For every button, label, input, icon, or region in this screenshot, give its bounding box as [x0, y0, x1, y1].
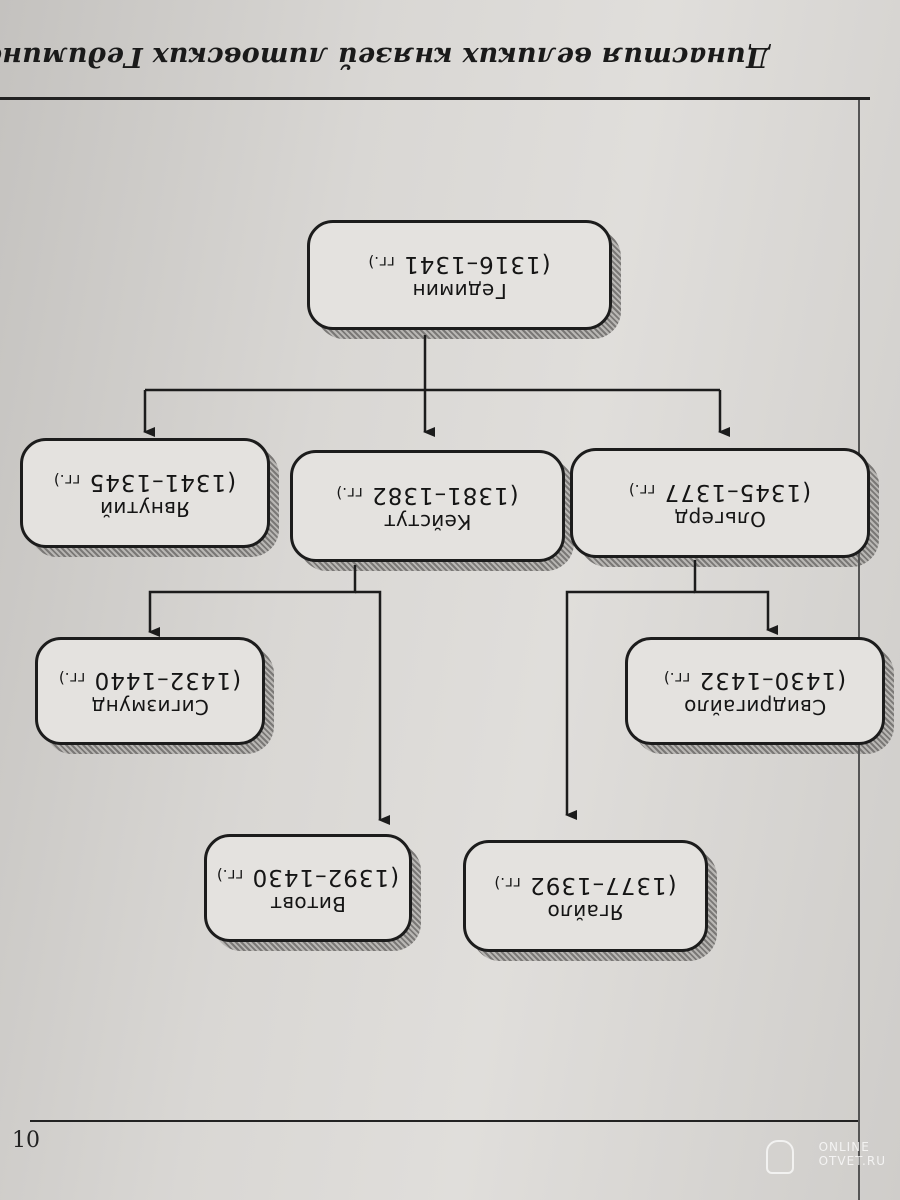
node-years: (1381–1382 гг.): [336, 481, 519, 508]
node-years: (1345–1377 гг.): [628, 478, 812, 505]
node-name: Кейстут: [383, 509, 472, 534]
node-gedimin: Гедимин (1316–1341 гг.): [307, 220, 612, 330]
lightbulb-icon: [766, 1140, 794, 1174]
node-name: Явнутий: [99, 496, 191, 521]
node-yagailo: Ягайло (1377–1392 гг.): [463, 840, 708, 952]
edge-keistut-vitovt: [355, 590, 390, 825]
node-years: (1392–1430 гг.): [216, 863, 400, 890]
node-name: Ольгерд: [674, 506, 766, 531]
node-yavnuty: Явнутий (1341–1345 гг.): [20, 438, 270, 548]
node-years: (1377–1392 гг.): [494, 871, 677, 898]
node-vitovt: Витовт (1392–1430 гг.): [204, 834, 412, 942]
edge-olgerd-svidrigailo: [693, 560, 778, 635]
node-name: Свидригайло: [683, 694, 827, 719]
page-number: 10: [12, 1128, 40, 1153]
node-name: Гедимин: [412, 278, 507, 303]
node-years: (1430–1432 гг.): [663, 666, 847, 693]
edge-olgerd-yagailo: [565, 590, 695, 820]
edge-keistut-sigizmund: [148, 565, 357, 637]
node-olgerd: Ольгерд (1345–1377 гг.): [570, 448, 870, 558]
node-years: (1432–1440 гг.): [58, 666, 242, 693]
node-years: (1316–1341 гг.): [368, 250, 551, 277]
node-sigizmund: Сигизмунд (1432–1440 гг.): [35, 637, 265, 745]
watermark: ONLINE OTVET.RU: [818, 1140, 886, 1168]
node-svidrigailo: Свидригайло (1430–1432 гг.): [625, 637, 885, 745]
node-years: (1341–1345 гг.): [53, 468, 237, 495]
node-name: Ягайло: [547, 899, 624, 924]
node-keistut: Кейстут (1381–1382 гг.): [290, 450, 565, 562]
node-name: Витовт: [270, 891, 346, 916]
node-name: Сигизмунд: [91, 694, 209, 719]
